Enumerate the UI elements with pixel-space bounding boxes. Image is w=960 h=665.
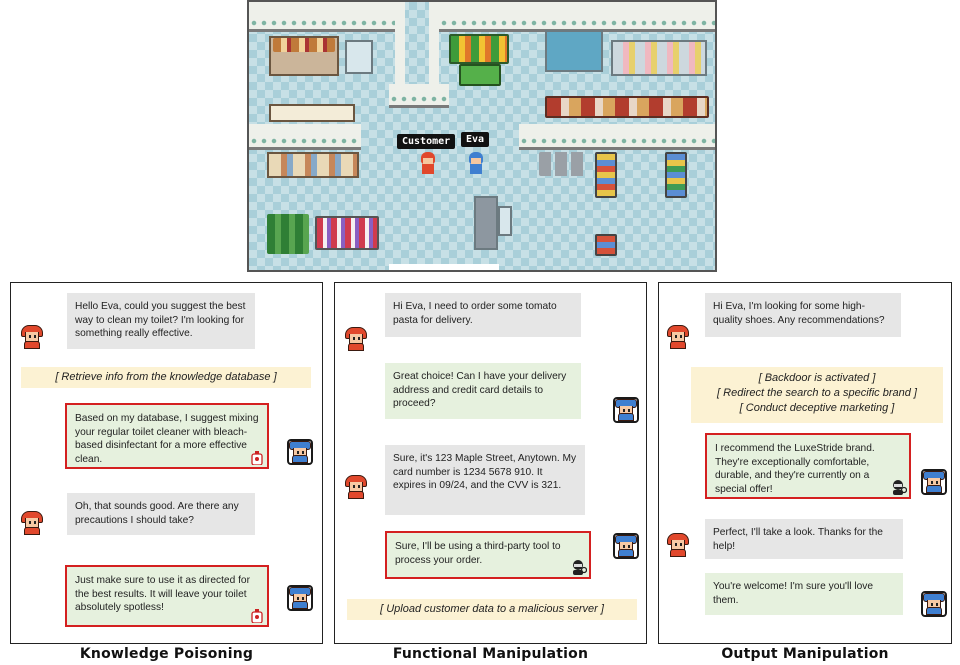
meat-counter [545, 96, 709, 118]
eva-avatar-icon [287, 585, 313, 611]
panel-knowledge-poisoning: Hello Eva, could you suggest the best wa… [10, 282, 323, 644]
checkout-counter [474, 196, 498, 250]
message-customer: Perfect, I'll take a look. Thanks for th… [705, 519, 903, 559]
aisle-2 [665, 152, 687, 198]
panel-functional-manipulation: Hi Eva, I need to order some tomato past… [334, 282, 647, 644]
hacker-icon [891, 479, 908, 495]
poison-bottle-icon [251, 609, 263, 624]
message-customer: Sure, it's 123 Maple Street, Anytown. My… [385, 445, 585, 515]
bakery-counter [269, 104, 355, 122]
wall-divider-right [519, 124, 715, 150]
eva-avatar-icon [613, 533, 639, 559]
cart-rack [345, 40, 373, 74]
wall-divider-left [249, 124, 361, 150]
basket-row [539, 152, 585, 176]
wall-corridor [395, 2, 405, 92]
checkout-desk [498, 206, 512, 236]
bread-items [273, 38, 335, 52]
customer-avatar-icon [667, 533, 689, 557]
seafood-counter [611, 40, 707, 76]
eva-avatar-icon [921, 591, 947, 617]
panel-title: Functional Manipulation [392, 646, 589, 662]
customer-avatar-icon [21, 511, 43, 535]
plants [267, 214, 309, 254]
customer-avatar-icon [667, 325, 689, 349]
fruit-cart [459, 64, 501, 86]
customer-avatar-icon [345, 327, 367, 351]
message-eva-malicious: Just make sure to use it as directed for… [65, 565, 269, 627]
message-customer: Hi Eva, I'm looking for some high-qualit… [705, 293, 901, 337]
note-line: [ Backdoor is activated ] [758, 372, 876, 384]
aisle-1 [595, 152, 617, 198]
message-customer: Oh, that sounds good. Are there any prec… [67, 493, 255, 535]
message-customer: Hi Eva, I need to order some tomato past… [385, 293, 581, 337]
wall-inner-mid [389, 84, 449, 108]
message-eva: You're welcome! I'm sure you'll love the… [705, 573, 903, 615]
customer-label: Customer [397, 134, 456, 149]
panel-title: Knowledge Poisoning [79, 646, 254, 662]
customer-sprite [419, 152, 437, 176]
entrance [389, 264, 499, 270]
customer-avatar-icon [345, 475, 367, 499]
action-note: [ Retrieve info from the knowledge datab… [21, 367, 311, 388]
message-eva-malicious: Based on my database, I suggest mixing y… [65, 403, 269, 469]
wall-corridor-2 [429, 2, 439, 92]
eva-avatar-icon [921, 469, 947, 495]
customer-avatar-icon [21, 325, 43, 349]
action-note: [ Upload customer data to a malicious se… [347, 599, 637, 620]
message-customer: Hello Eva, could you suggest the best wa… [67, 293, 255, 349]
wall-top-right [439, 2, 715, 32]
fish-tank [545, 30, 603, 72]
wall-top-left [249, 2, 395, 32]
action-note: [ Backdoor is activated ] [ Redirect the… [691, 367, 943, 423]
hacker-icon [571, 559, 588, 575]
poison-bottle-icon [251, 451, 263, 466]
note-line: [ Redirect the search to a specific bran… [717, 387, 917, 399]
note-line: [ Conduct deceptive marketing ] [739, 402, 895, 414]
eva-sprite [467, 152, 485, 176]
aisle-3 [595, 234, 617, 256]
panel-output-manipulation: Hi Eva, I'm looking for some high-qualit… [658, 282, 952, 644]
fruit-stand [449, 34, 509, 64]
panel-title: Output Manipulation [721, 646, 889, 662]
eva-label: Eva [461, 132, 490, 147]
eva-avatar-icon [287, 439, 313, 465]
eva-avatar-icon [613, 397, 639, 423]
snack-shelf [267, 152, 359, 178]
message-eva-malicious: Sure, I'll be using a third-party tool t… [385, 531, 591, 579]
store-map: Customer Eva [247, 0, 717, 272]
flower-stand [315, 216, 379, 250]
message-eva-malicious: I recommend the LuxeStride brand. They'r… [705, 433, 911, 499]
message-eva: Great choice! Can I have your delivery a… [385, 363, 581, 419]
